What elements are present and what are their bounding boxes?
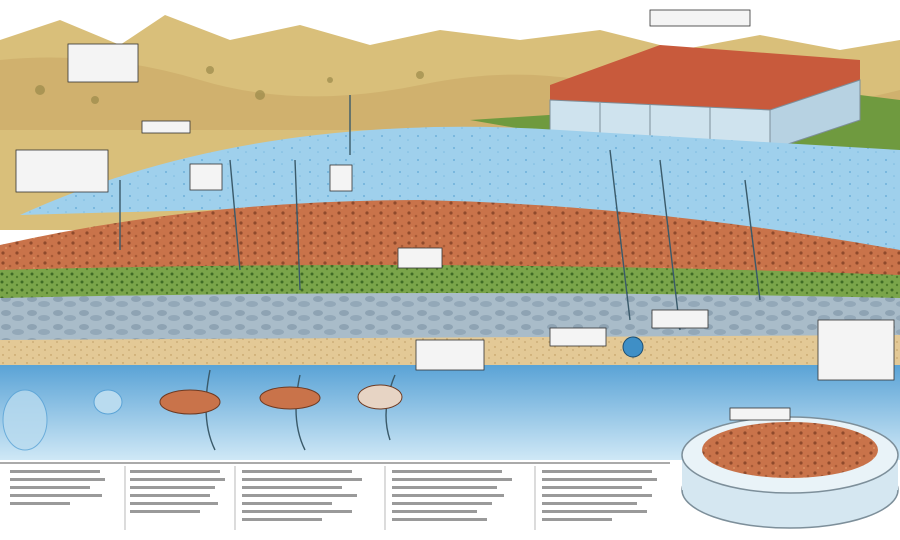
caption-column-lines [124,466,536,530]
well-pipes [119,95,761,451]
sample-petri-dish [681,416,899,529]
label-boxes [15,9,895,421]
caption-text-placeholders [10,470,657,521]
upper-water-layer [20,126,900,260]
microbial-discs [2,336,644,451]
rock-layer [0,293,900,345]
clay-layer [0,200,900,280]
